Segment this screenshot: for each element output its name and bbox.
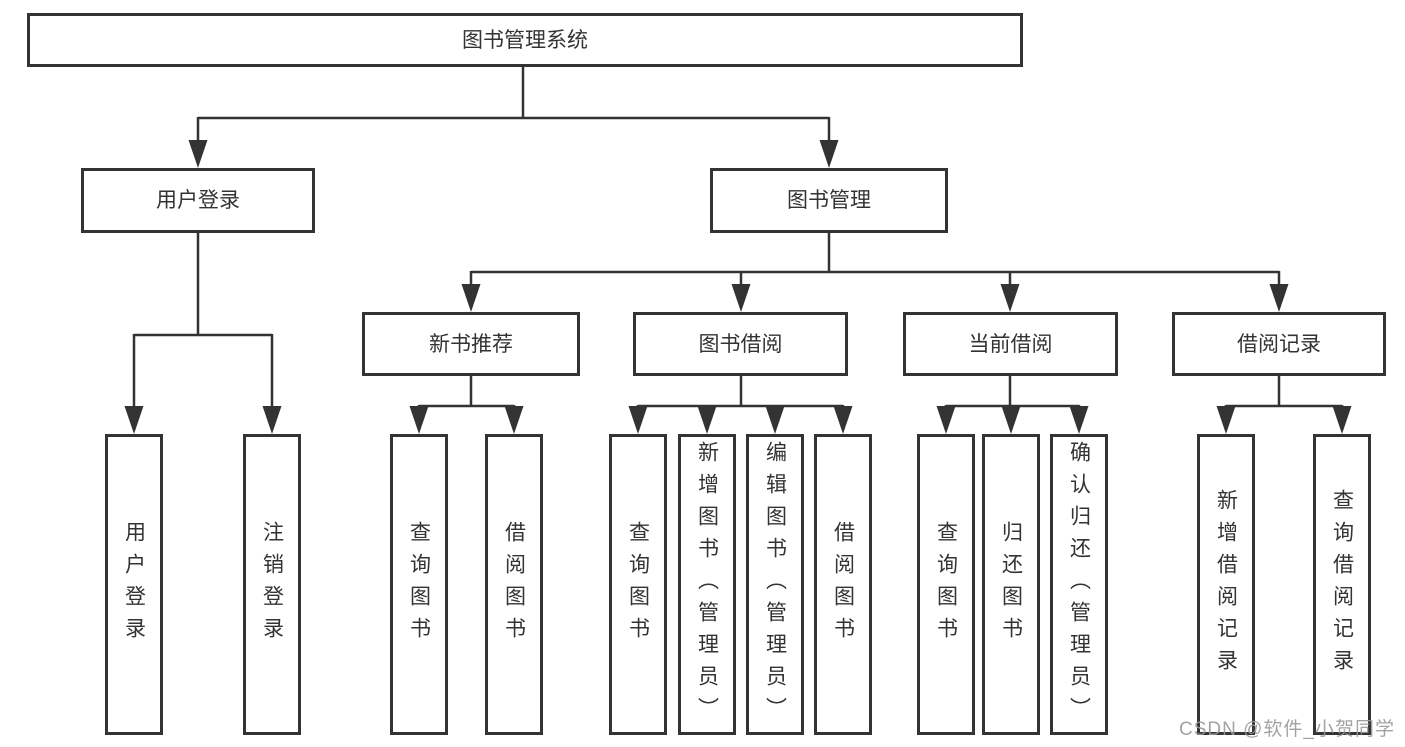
node-user-login: 用户登录 (81, 168, 315, 233)
leaf-borrowing-borrow-books: 借阅图书 (814, 434, 872, 735)
node-root: 图书管理系统 (27, 13, 1023, 67)
leaf-recommend-borrow-books: 借阅图书 (485, 434, 543, 735)
leaf-records-add-record-label: 新增借阅记录 (1214, 488, 1238, 681)
leaf-user-login: 用户登录 (105, 434, 163, 735)
leaf-recommend-query-books: 查询图书 (390, 434, 448, 735)
leaf-records-query-record: 查询借阅记录 (1313, 434, 1371, 735)
node-borrow-records: 借阅记录 (1172, 312, 1386, 376)
node-root-label: 图书管理系统 (462, 28, 588, 52)
node-book-borrowing: 图书借阅 (633, 312, 848, 376)
leaf-logout-login-label: 注销登录 (260, 520, 284, 649)
leaf-records-query-record-label: 查询借阅记录 (1330, 488, 1354, 681)
leaf-recommend-query-books-label: 查询图书 (407, 520, 431, 649)
node-current-borrowing: 当前借阅 (903, 312, 1118, 376)
leaf-borrowing-add-books-admin: 新增图书（管理员） (678, 434, 736, 735)
leaf-borrowing-borrow-books-label: 借阅图书 (831, 520, 855, 649)
node-book-management: 图书管理 (710, 168, 948, 233)
leaf-user-login-label: 用户登录 (122, 520, 146, 649)
leaf-current-query-books: 查询图书 (917, 434, 975, 735)
leaf-current-return-books: 归还图书 (982, 434, 1040, 735)
leaf-borrowing-edit-books-admin-label: 编辑图书（管理员） (763, 440, 787, 729)
leaf-recommend-borrow-books-label: 借阅图书 (502, 520, 526, 649)
node-user-login-label: 用户登录 (156, 189, 240, 212)
leaf-borrowing-add-books-admin-label: 新增图书（管理员） (695, 440, 719, 729)
leaf-logout-login: 注销登录 (243, 434, 301, 735)
node-new-book-recommend: 新书推荐 (362, 312, 580, 376)
leaf-borrowing-edit-books-admin: 编辑图书（管理员） (746, 434, 804, 735)
node-borrow-records-label: 借阅记录 (1237, 332, 1321, 356)
leaf-current-return-books-label: 归还图书 (999, 520, 1023, 649)
leaf-borrowing-query-books-label: 查询图书 (626, 520, 650, 649)
watermark: CSDN @软件_小贺同学 (1179, 719, 1395, 740)
leaf-borrowing-query-books: 查询图书 (609, 434, 667, 735)
node-book-management-label: 图书管理 (787, 189, 871, 212)
node-book-borrowing-label: 图书借阅 (698, 332, 783, 356)
leaf-current-confirm-return-admin: 确认归还（管理员） (1050, 434, 1108, 735)
leaf-records-add-record: 新增借阅记录 (1197, 434, 1255, 735)
leaf-current-confirm-return-admin-label: 确认归还（管理员） (1067, 440, 1091, 729)
leaf-current-query-books-label: 查询图书 (934, 520, 958, 649)
node-new-book-recommend-label: 新书推荐 (429, 332, 513, 356)
node-current-borrowing-label: 当前借阅 (968, 332, 1053, 356)
